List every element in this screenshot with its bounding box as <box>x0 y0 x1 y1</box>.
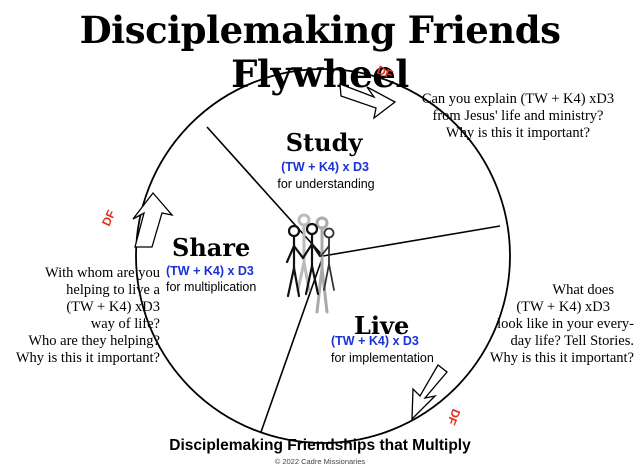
share-title: Share <box>172 233 251 262</box>
live-questions: What does (TW + K4) xD3 look like in you… <box>474 282 634 367</box>
question-line: Why is this it important? <box>15 350 160 366</box>
rotation-arrow-bottom-icon <box>411 364 448 421</box>
df-label-left: DF <box>99 208 118 228</box>
question-line: Who are they helping? <box>28 333 160 349</box>
question-line: way of life? <box>90 316 160 332</box>
live-title: Live <box>354 311 410 340</box>
share-purpose: for multiplication <box>166 280 257 294</box>
df-label-top: DF <box>375 63 395 82</box>
people-group-icon <box>285 213 335 314</box>
live-purpose: for implementation <box>331 351 434 365</box>
share-questions: With whom are you helping to live a (TW … <box>8 265 160 367</box>
question-line: (TW + K4) xD3 <box>516 299 610 315</box>
question-line: With whom are you <box>45 265 160 281</box>
copyright-notice: © 2022 Cadre Missionaries <box>274 457 366 466</box>
share-formula: (TW + K4) x D3 <box>166 264 254 278</box>
question-line: What does <box>552 282 614 298</box>
question-line: Why is this it important? <box>445 125 591 141</box>
question-line: helping to live a <box>66 282 160 298</box>
divider-study-live <box>322 225 501 257</box>
question-line: Why is this it important? <box>489 350 634 366</box>
df-label-bottom: DF <box>444 407 463 427</box>
page-title: Disciplemaking Friends Flywheel <box>79 8 561 96</box>
question-line: look like in your every- <box>497 316 634 332</box>
question-line: Can you explain (TW + K4) xD3 <box>421 91 615 107</box>
live-formula: (TW + K4) x D3 <box>331 334 419 348</box>
rotation-arrow-left-icon <box>132 191 174 248</box>
footer-caption: Disciplemaking Friendships that Multiply <box>169 437 471 454</box>
study-questions: Can you explain (TW + K4) xD3 from Jesus… <box>398 91 638 142</box>
question-line: (TW + K4) xD3 <box>66 299 160 315</box>
study-purpose: for understanding <box>277 177 375 191</box>
study-formula: (TW + K4) x D3 <box>281 160 369 174</box>
rotation-arrow-top-icon <box>339 83 397 120</box>
divider-share-live <box>260 255 324 433</box>
question-line: from Jesus' life and ministry? <box>432 108 604 124</box>
study-title: Study <box>285 128 363 157</box>
flywheel-circle <box>135 68 511 444</box>
question-line: day life? Tell Stories. <box>510 333 634 349</box>
